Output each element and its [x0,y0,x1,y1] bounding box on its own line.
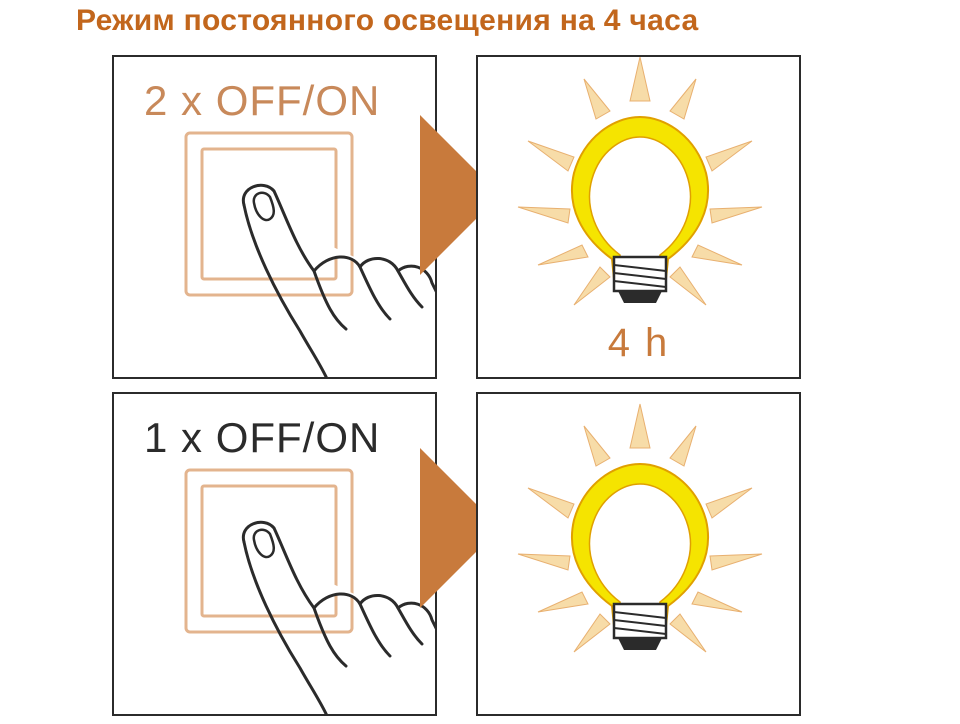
glowing-bulb-icon [517,403,763,653]
duration-label: 4 h [607,321,670,365]
play-arrow-icon [420,115,500,275]
switch-panel-row2: 1 x OFF/ON [112,392,437,716]
switch-label-row1: 2 x OFF/ON [144,77,381,124]
glowing-bulb-icon [517,57,763,306]
diagram-title: Режим постоянного освещения на 4 часа [76,4,699,37]
bulb-panel-row2 [476,392,801,716]
bulb-panel-row1: 4 h [476,55,801,379]
switch-panel-row1: 2 x OFF/ON [112,55,437,379]
pointing-finger-icon [241,520,435,714]
light-switch-icon [184,131,354,297]
play-arrow-icon [420,448,500,608]
pointing-finger-icon [241,183,435,377]
switch-label-row2: 1 x OFF/ON [144,414,381,461]
light-switch-icon [184,468,354,634]
